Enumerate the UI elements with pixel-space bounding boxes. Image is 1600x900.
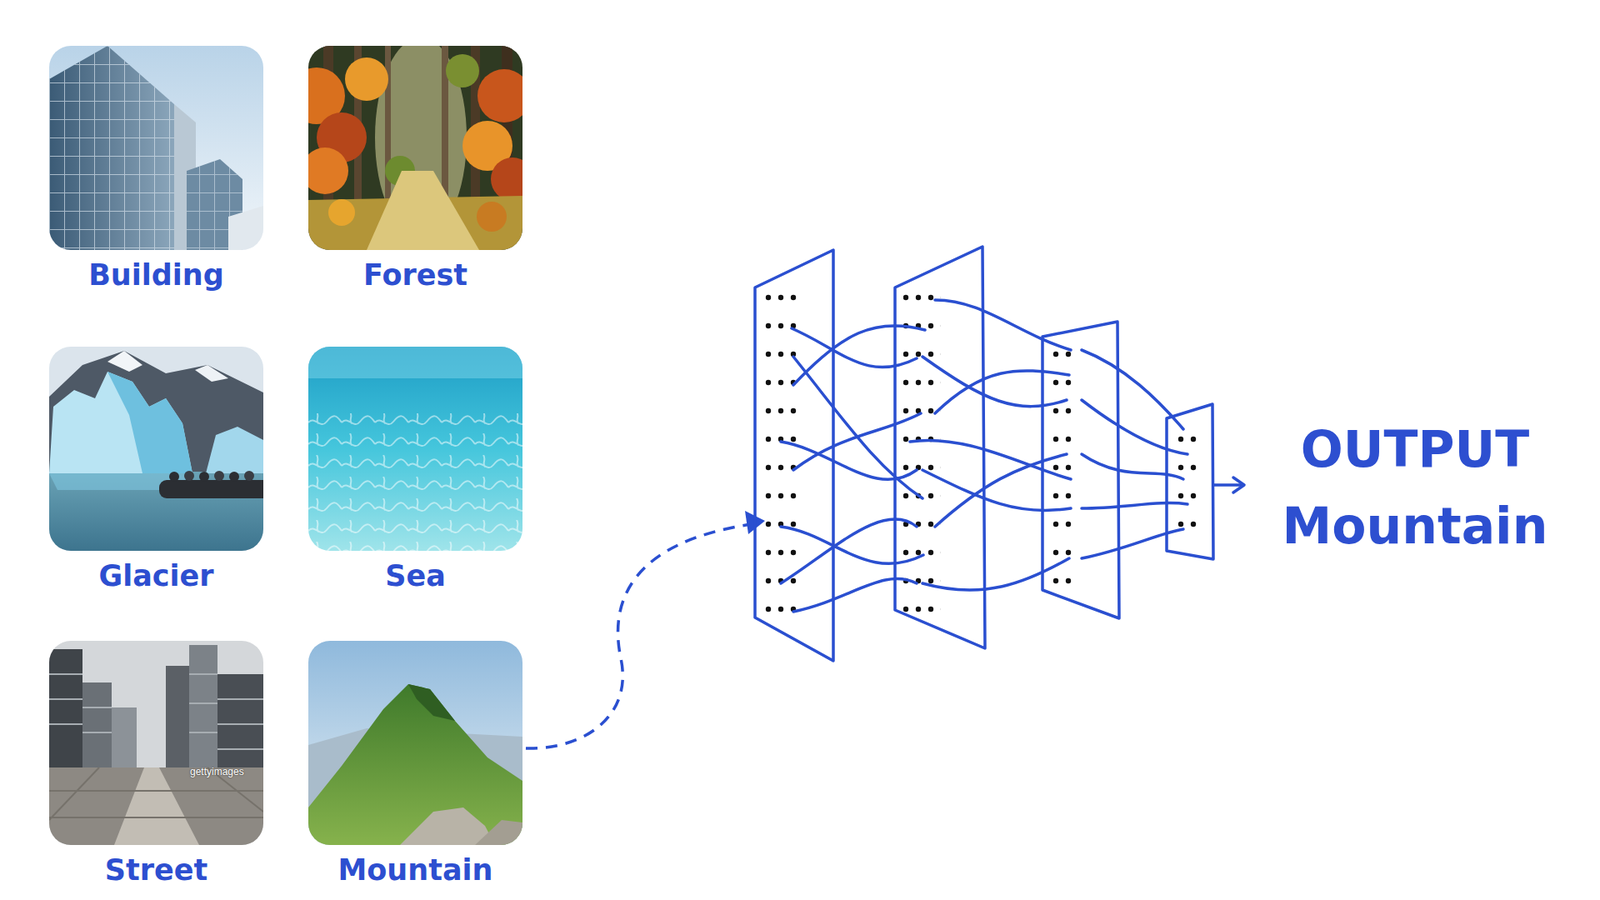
illustration-part: [308, 346, 523, 551]
illustration-part: [169, 471, 180, 482]
illustration-part: [1081, 503, 1188, 509]
illustration-part: [214, 470, 225, 481]
illustration-part: [49, 640, 264, 845]
illustration-part: [922, 356, 1067, 407]
glacier-photo: [49, 346, 276, 551]
illustration-part: [49, 371, 193, 474]
illustration-part: [308, 147, 349, 195]
illustration-part: [793, 356, 923, 499]
forest-photo: [288, 37, 535, 250]
illustration-part: [780, 441, 917, 480]
illustration-part: [490, 157, 523, 201]
illustration-part: [107, 350, 143, 372]
building-photo: [49, 45, 264, 250]
input-arrow: [525, 524, 752, 749]
illustration-part: [922, 558, 1070, 590]
image-tile: Building: [49, 45, 264, 293]
illustration-part: [217, 674, 264, 770]
illustration-part: [308, 640, 523, 845]
illustration-part: [49, 649, 83, 770]
illustration-part: [793, 413, 921, 470]
illustration-part: [477, 69, 523, 123]
illustration-part: [165, 665, 190, 770]
image-tile: Forest: [308, 45, 523, 293]
illustration-part: [229, 471, 240, 482]
illustration-part: [1042, 321, 1120, 619]
tile-label: Street: [49, 852, 264, 888]
illustration-part: [308, 45, 523, 250]
illustration-part: [308, 346, 523, 551]
illustration-part: [1081, 529, 1184, 559]
illustration-part: [328, 199, 355, 226]
illustration-part: [107, 371, 193, 474]
illustration-part: [1175, 420, 1200, 546]
illustration-part: [935, 300, 1071, 350]
illustration-part: [184, 470, 195, 481]
illustration-part: [195, 365, 229, 382]
illustration-part: [366, 170, 480, 250]
illustration-part: [49, 45, 264, 250]
image-tile: Street: [49, 640, 264, 888]
mountain-photo: [308, 640, 523, 845]
illustration-part: [1081, 454, 1184, 480]
illustration-part: [308, 413, 523, 551]
illustration-part: [780, 300, 1188, 612]
illustration-part: [308, 640, 523, 845]
illustration-part: [476, 201, 507, 232]
illustration-part: [1166, 404, 1214, 560]
illustration-part: [111, 707, 137, 770]
illustration-part: [49, 45, 175, 250]
illustration-part: [1081, 350, 1184, 430]
illustration-part: [793, 325, 925, 385]
tile-label: Mountain: [308, 852, 523, 888]
image-tile: Sea: [308, 346, 523, 594]
illustration-part: [308, 346, 523, 379]
illustration-part: [475, 820, 523, 845]
tile-label: Building: [49, 257, 264, 293]
illustration-part: [935, 454, 1067, 527]
output-label: OUTPUT Mountain: [1282, 410, 1549, 565]
illustration-part: [49, 45, 264, 250]
illustration-part: [780, 526, 924, 564]
illustration-part: [49, 45, 175, 250]
illustration-part: [935, 370, 1070, 414]
illustration-part: [761, 287, 800, 621]
illustration-part: [49, 674, 264, 750]
illustration-part: [345, 57, 389, 101]
illustration-part: [445, 54, 480, 88]
tile-label: Glacier: [49, 558, 264, 594]
illustration-part: [189, 645, 218, 770]
neural-network-sketch: [755, 246, 1245, 661]
sea-photo: [308, 346, 523, 551]
illustration-part: [922, 470, 1071, 511]
illustration-part: [114, 767, 200, 845]
illustration-part: [793, 579, 917, 612]
illustration-part: [244, 470, 255, 481]
illustration-part: [49, 346, 264, 551]
street-photo: [49, 640, 264, 845]
illustration-part: [1233, 477, 1245, 493]
tile-label: Sea: [308, 558, 523, 594]
image-tile: Mountain: [308, 640, 523, 888]
illustration-part: [780, 519, 917, 584]
illustration-part: [82, 682, 112, 770]
illustration-part: [49, 640, 264, 845]
illustration-part: [308, 684, 523, 845]
illustration-part: [159, 480, 264, 499]
illustration-part: [408, 684, 455, 721]
tile-label: Forest: [308, 257, 523, 293]
illustration-part: [910, 440, 1071, 480]
illustration-part: [1213, 483, 1242, 487]
illustration-part: [49, 767, 264, 845]
illustration-part: [228, 205, 264, 250]
illustration-part: [400, 807, 495, 845]
image-tile: Glacier: [49, 346, 264, 594]
watermark: gettyimages: [190, 765, 245, 778]
illustration-part: [49, 346, 264, 551]
illustration-part: [205, 426, 264, 474]
illustration-part: [1081, 400, 1188, 455]
illustration-part: [199, 471, 210, 482]
